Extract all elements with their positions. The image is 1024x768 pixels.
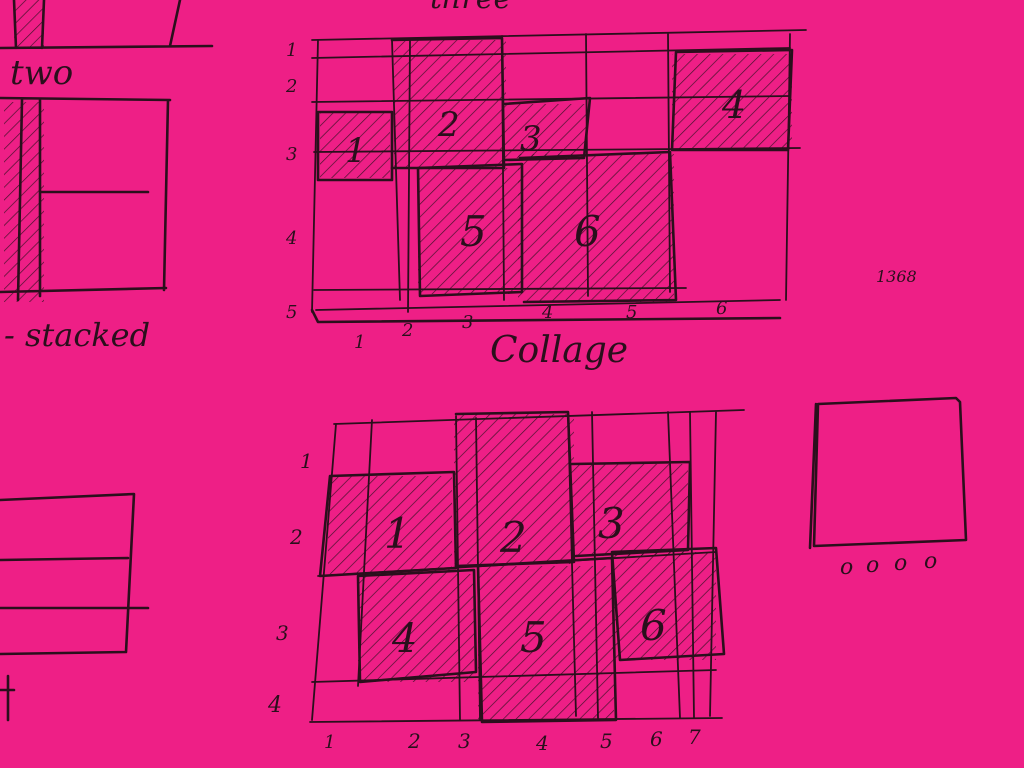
cut-label-three: three [430, 0, 511, 16]
tile-number-4-b: 4 [391, 616, 417, 662]
partial-hatched-column [14, 0, 44, 48]
tile-number-2-b: 2 [499, 513, 527, 562]
tile-number-1-b: 1 [384, 509, 411, 558]
tile-number-4: 4 [721, 83, 746, 127]
col-number-3-b: 3 [458, 729, 471, 753]
partial-sketch-left: - stacked [0, 96, 172, 354]
side-note-number: 1368 [876, 267, 917, 286]
tile-1-hatch-b [328, 476, 452, 574]
row-number-1-b: 1 [300, 449, 313, 473]
dot-3: o [894, 551, 907, 576]
tile-number-5-b: 5 [520, 613, 547, 662]
col-number-5: 5 [626, 302, 637, 323]
partial-hatched-strip [4, 102, 44, 302]
row-number-2-b: 2 [289, 525, 303, 549]
col-number-3: 3 [462, 312, 473, 333]
tile-5-hatch-b [478, 566, 614, 720]
col-number-6: 6 [716, 298, 727, 319]
tile-number-3-b: 3 [598, 499, 625, 548]
collage-sketch-one: 1 2 3 4 5 6 1 2 3 4 5 1 2 3 4 5 6 Collag… [285, 29, 807, 371]
dot-2: o [866, 553, 879, 578]
partial-sketch-top-left: two [0, 0, 214, 93]
row-number-3-b: 3 [276, 621, 289, 645]
tile-number-5: 5 [460, 207, 487, 256]
col-number-7-b: 7 [688, 725, 701, 749]
tile-number-6-b: 6 [640, 601, 667, 650]
cut-label-two: two [10, 53, 73, 93]
tile-4-hatch-b [358, 574, 474, 682]
row-number-4: 4 [285, 228, 297, 249]
row-number-5: 5 [286, 302, 297, 323]
row-number-1: 1 [286, 40, 297, 61]
partial-sketch-bottom-left [0, 492, 150, 722]
tile-2-hatch-b [454, 414, 574, 564]
col-number-4: 4 [541, 302, 553, 323]
col-number-4-b: 4 [535, 731, 549, 755]
row-number-2: 2 [285, 76, 297, 97]
tile-number-3: 3 [520, 119, 542, 159]
col-number-6-b: 6 [650, 727, 663, 751]
col-number-1-b: 1 [324, 732, 335, 753]
collage-sketch-two: 1 2 3 4 5 6 1 2 3 4 1 2 3 4 5 6 7 [267, 409, 745, 755]
tile-6-hatch [518, 154, 674, 302]
col-number-1: 1 [354, 332, 365, 353]
tile-6-hatch-b [612, 552, 716, 660]
tile-number-2: 2 [437, 105, 460, 145]
col-number-2: 2 [401, 320, 413, 341]
tile-number-6: 6 [574, 207, 601, 256]
cut-label-stacked: - stacked [4, 316, 150, 354]
row-number-3: 3 [286, 144, 297, 165]
dot-4: o [924, 549, 937, 574]
col-number-5-b: 5 [600, 729, 613, 753]
tile-4-hatch [672, 54, 792, 150]
dot-1: o [840, 555, 853, 580]
sketch-title-collage: Collage [490, 330, 628, 371]
square-sketch: o o o o [808, 396, 968, 580]
tile-2-hatch [394, 40, 506, 168]
tile-1-hatch [320, 112, 390, 178]
tile-number-1: 1 [345, 131, 367, 171]
col-number-2-b: 2 [407, 729, 421, 753]
row-number-4-b: 4 [267, 693, 282, 718]
